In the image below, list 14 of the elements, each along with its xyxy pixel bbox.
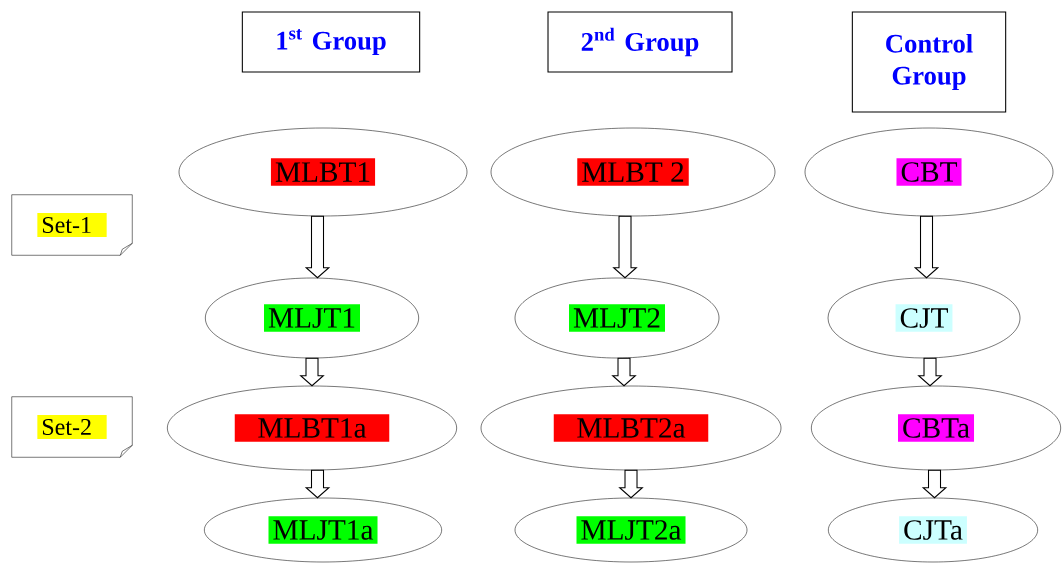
block-arrow	[921, 469, 948, 499]
set-note: Set-2	[11, 396, 133, 458]
block-arrow	[611, 357, 637, 387]
block-arrow	[612, 215, 638, 279]
block-arrow	[304, 215, 331, 279]
group-header-box: 2$^{nd}$ Group	[547, 11, 733, 73]
block-arrow	[304, 469, 331, 499]
block-arrow	[917, 357, 943, 387]
set-note: Set-1	[11, 194, 133, 256]
block-arrow	[913, 215, 940, 279]
block-arrow	[618, 469, 644, 499]
block-arrow	[299, 357, 325, 387]
group-header-box: 1$^{st}$ Group	[241, 11, 421, 73]
group-header-box: Control Group	[851, 11, 1007, 113]
